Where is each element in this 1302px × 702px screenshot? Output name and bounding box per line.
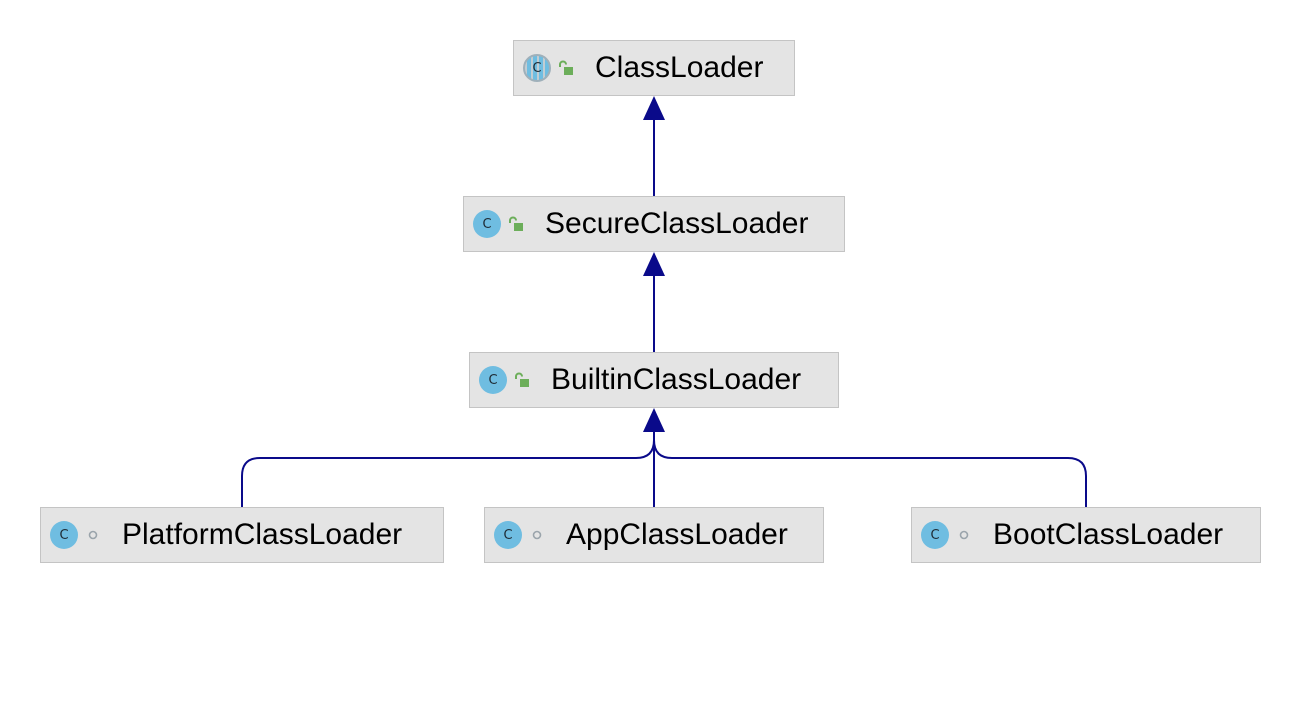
node-classloader[interactable]: C ClassLoader [513,40,795,96]
node-app-classloader[interactable]: C AppClassLoader [484,507,824,563]
node-label: BootClassLoader [993,518,1224,551]
node-boot-classloader[interactable]: C BootClassLoader [911,507,1261,563]
node-label: AppClassLoader [566,518,788,551]
node-label: ClassLoader [595,51,764,84]
node-label: PlatformClassLoader [122,518,403,551]
arrowhead-secure-classloader [643,252,665,276]
node-secure-classloader[interactable]: C SecureClassLoader [463,196,845,252]
class-icon: C [50,521,78,549]
node-label: SecureClassLoader [545,207,809,240]
node-builtin-classloader[interactable]: C BuiltinClassLoader [469,352,839,408]
class-icon: C [921,521,949,549]
class-icon: C [494,521,522,549]
class-icon: C [473,210,501,238]
node-label: BuiltinClassLoader [551,363,802,396]
class-icon: C [479,366,507,394]
package-private-circle-icon [955,526,973,544]
public-open-lock-icon [557,59,575,77]
node-platform-classloader[interactable]: C PlatformClassLoader [40,507,444,563]
abstract-class-icon: C [523,54,551,82]
arrowhead-builtin-classloader [643,408,665,432]
package-private-circle-icon [528,526,546,544]
public-open-lock-icon [513,371,531,389]
arrowhead-classloader [643,96,665,120]
package-private-circle-icon [84,526,102,544]
edge-platform-to-builtin [241,430,655,507]
public-open-lock-icon [507,215,525,233]
edge-boot-to-builtin [653,430,1087,507]
